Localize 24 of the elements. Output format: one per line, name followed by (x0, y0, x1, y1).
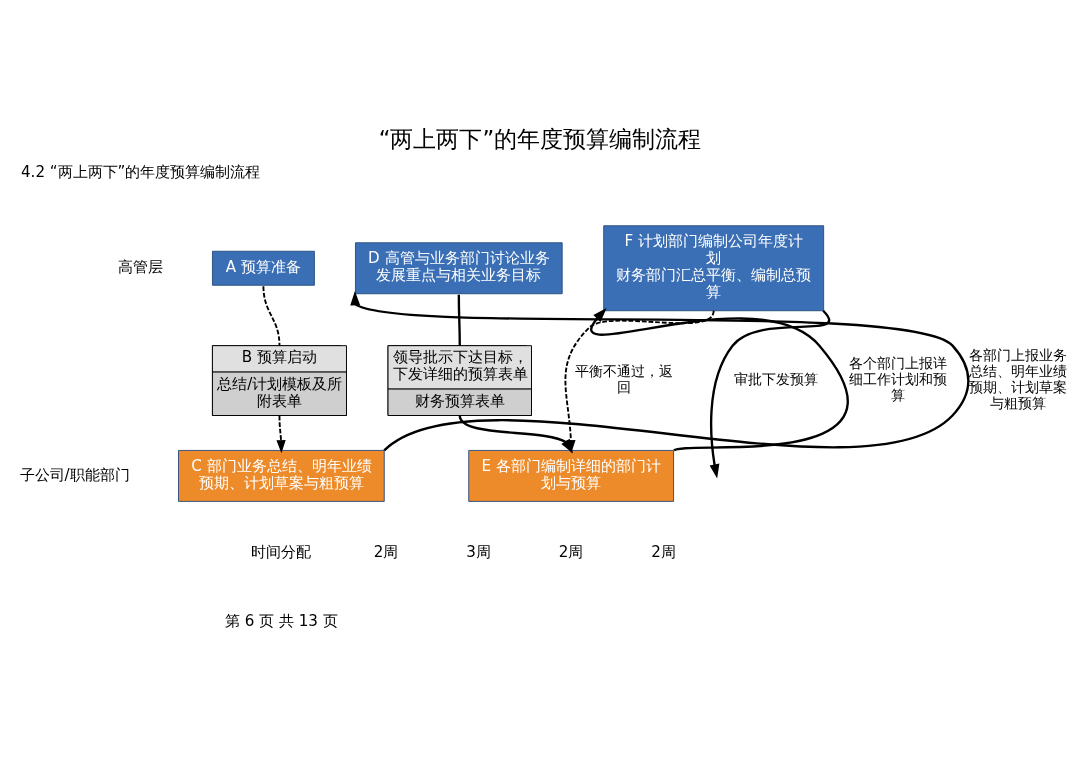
edge-label: 各部门上报业务总结、明年业绩预期、计划草案与粗预算 (968, 346, 1067, 411)
node-box: E 各部门编制详细的部门计划与预算 (468, 449, 675, 502)
arrow (276, 414, 286, 454)
edge-label: 各个部门上报详细工作计划和预算 (848, 354, 947, 403)
arrow (709, 310, 830, 479)
label: 4.2 “两上两下”的年度预算编制流程 (20, 163, 261, 182)
label: 2周 (651, 542, 676, 561)
edge-label: 平衡不通过，返回 (575, 362, 674, 395)
connector (457, 294, 461, 346)
label: 高管层 (118, 257, 164, 276)
label: 2周 (558, 542, 584, 561)
node-box: C 部门业务总结、明年业绩预期、计划草案与粗预算 (178, 449, 385, 502)
label: 子公司/职能部门 (19, 465, 130, 484)
diagram-title: “两上两下”的年度预算编制流程 (378, 125, 702, 152)
node-box: A 预算准备 (212, 250, 315, 286)
edge-label: 审批下发预算 (733, 370, 818, 387)
node-box: D 高管与业务部门讨论业务发展重点与相关业务目标 (355, 242, 563, 295)
label: 第 6 页 共 13 页 (224, 611, 338, 630)
label: 3周 (466, 542, 491, 561)
label: 时间分配 (251, 542, 312, 561)
arrow (590, 308, 849, 452)
label: 2周 (373, 542, 399, 561)
node-box: F 计划部门编制公司年度计划 财务部门汇总平衡、编制总预算 (603, 225, 825, 312)
connector (262, 285, 281, 347)
